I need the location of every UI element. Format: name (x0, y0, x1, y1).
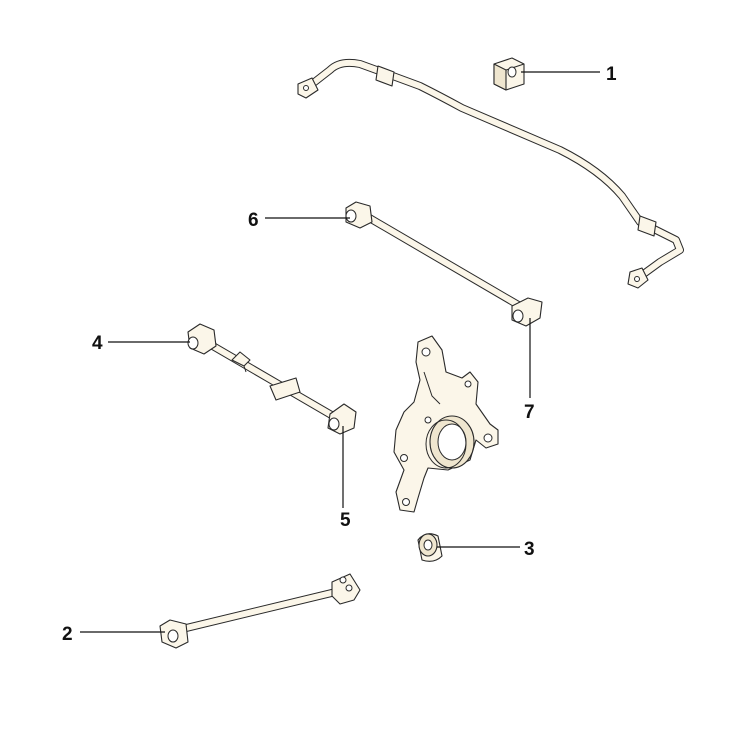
stabilizer-bar[interactable] (297, 58, 684, 289)
upper-control-arm[interactable] (345, 201, 543, 327)
callout-3: 3 (524, 539, 535, 560)
callout-2: 2 (62, 624, 73, 645)
callout-1: 1 (606, 64, 617, 85)
callout-6: 6 (248, 210, 259, 231)
trailing-arm[interactable] (159, 573, 361, 649)
callout-5: 5 (340, 510, 351, 531)
rear-knuckle[interactable] (393, 335, 499, 513)
lower-control-arm[interactable] (187, 323, 357, 435)
callout-7: 7 (524, 402, 535, 423)
callout-4: 4 (92, 333, 103, 354)
stabilizer-bushing[interactable] (493, 57, 525, 91)
knuckle-bushing[interactable] (417, 533, 443, 562)
